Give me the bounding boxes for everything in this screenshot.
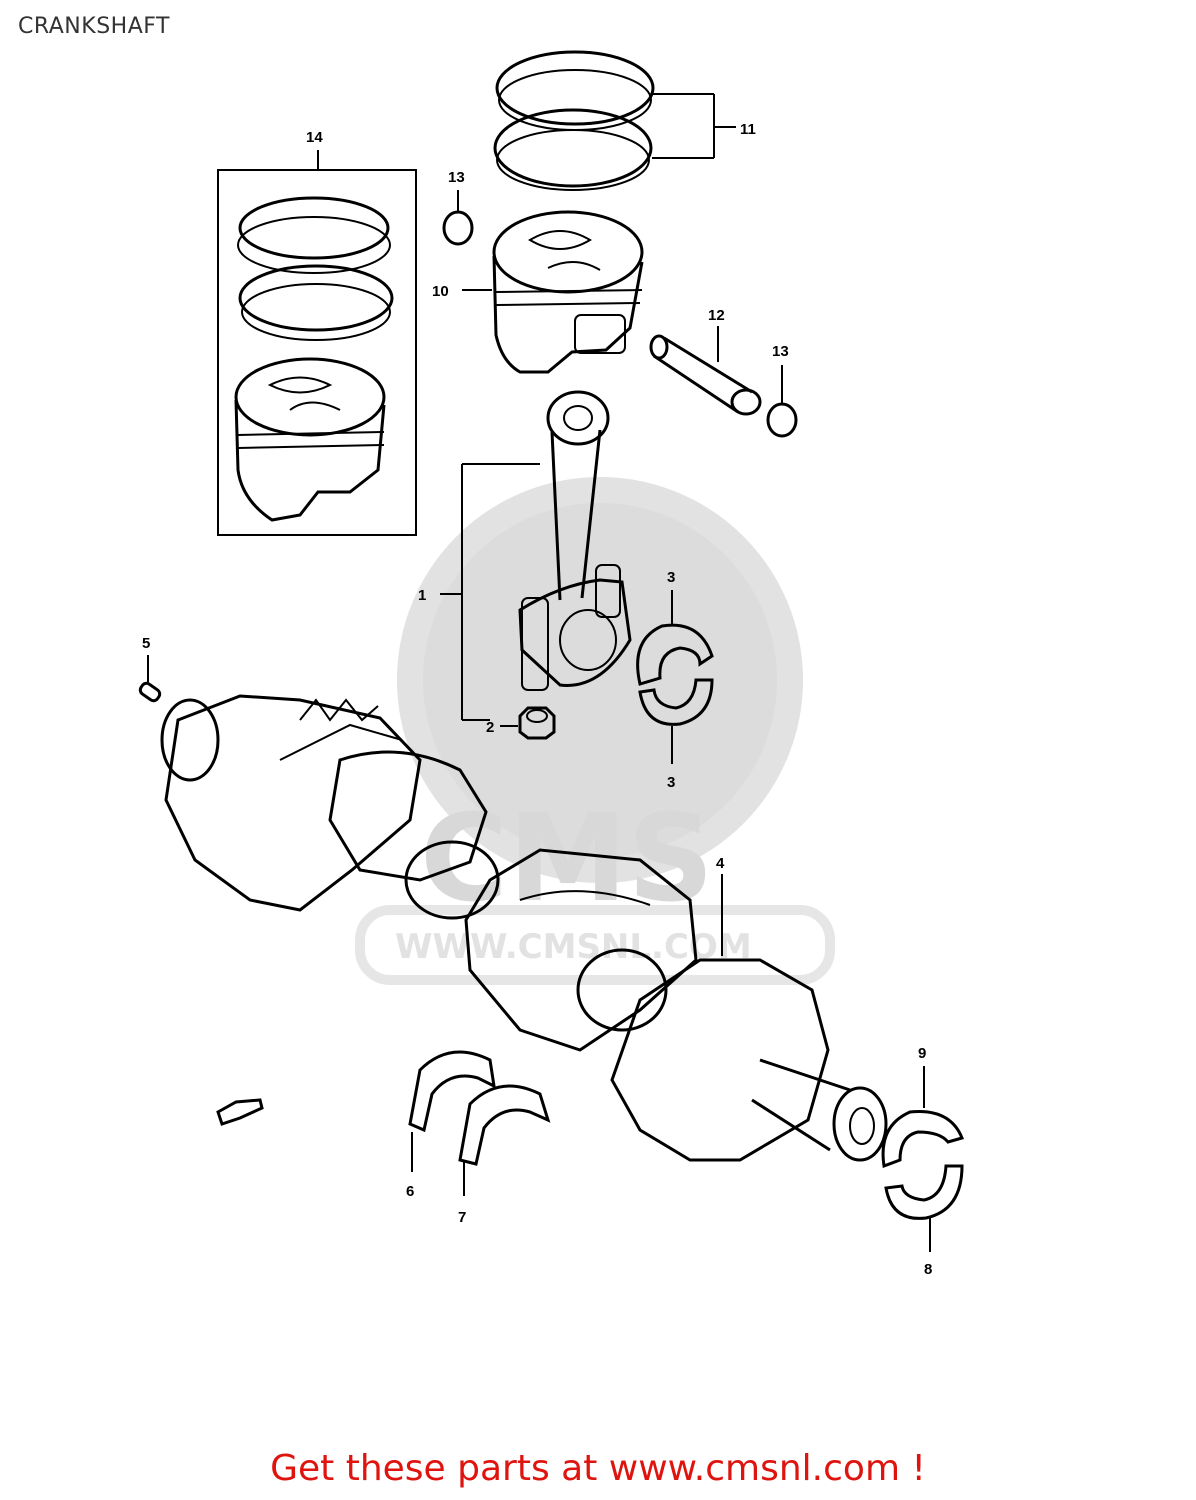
callout-5: 5 [142,635,150,652]
callout-8: 8 [924,1261,932,1278]
callout-6: 6 [406,1183,414,1200]
callout-13-lower: 13 [772,343,789,360]
footer-link[interactable]: Get these parts at www.cmsnl.com ! [0,1448,1196,1489]
part-2-nut [500,706,556,740]
callout-12: 12 [708,307,725,324]
part-11-piston-rings [493,50,736,191]
part-1-connecting-rod [440,390,632,721]
callout-2: 2 [486,719,494,736]
part-14-piston-set [217,150,417,536]
callout-4: 4 [716,855,725,872]
footer-text[interactable]: Get these parts at www.cmsnl.com ! [270,1448,926,1489]
callout-7: 7 [458,1209,466,1226]
engine-front-symbol [216,1098,264,1126]
part-3-conrod-bearings [636,590,714,764]
part-13-circlip-upper [442,190,474,246]
callout-11: 11 [740,121,756,138]
watermark-url-frame [355,905,835,985]
callout-13-upper: 13 [448,169,465,186]
part-4-crankshaft [160,694,888,1162]
part-7-thrust-bearing [458,1084,551,1196]
callout-9: 9 [918,1045,926,1062]
callout-1: 1 [418,587,426,604]
watermark-ring [397,477,803,883]
part-8-main-bearing [884,1164,964,1252]
part-5-dowel-pin [138,655,162,703]
callout-3-upper: 3 [667,569,675,586]
callout-3-lower: 3 [667,774,675,791]
part-6-thrust-bearing [408,1050,496,1172]
callout-14: 14 [306,129,323,146]
part-13-circlip-lower [766,365,798,438]
callout-10: 10 [432,283,449,300]
part-10-piston [462,210,644,374]
page-title: CRANKSHAFT [18,14,170,39]
part-9-main-bearing [881,1066,965,1169]
part-12-piston-pin [649,326,762,416]
watermark: CMS WWW.CMSNL.COM [355,477,835,985]
